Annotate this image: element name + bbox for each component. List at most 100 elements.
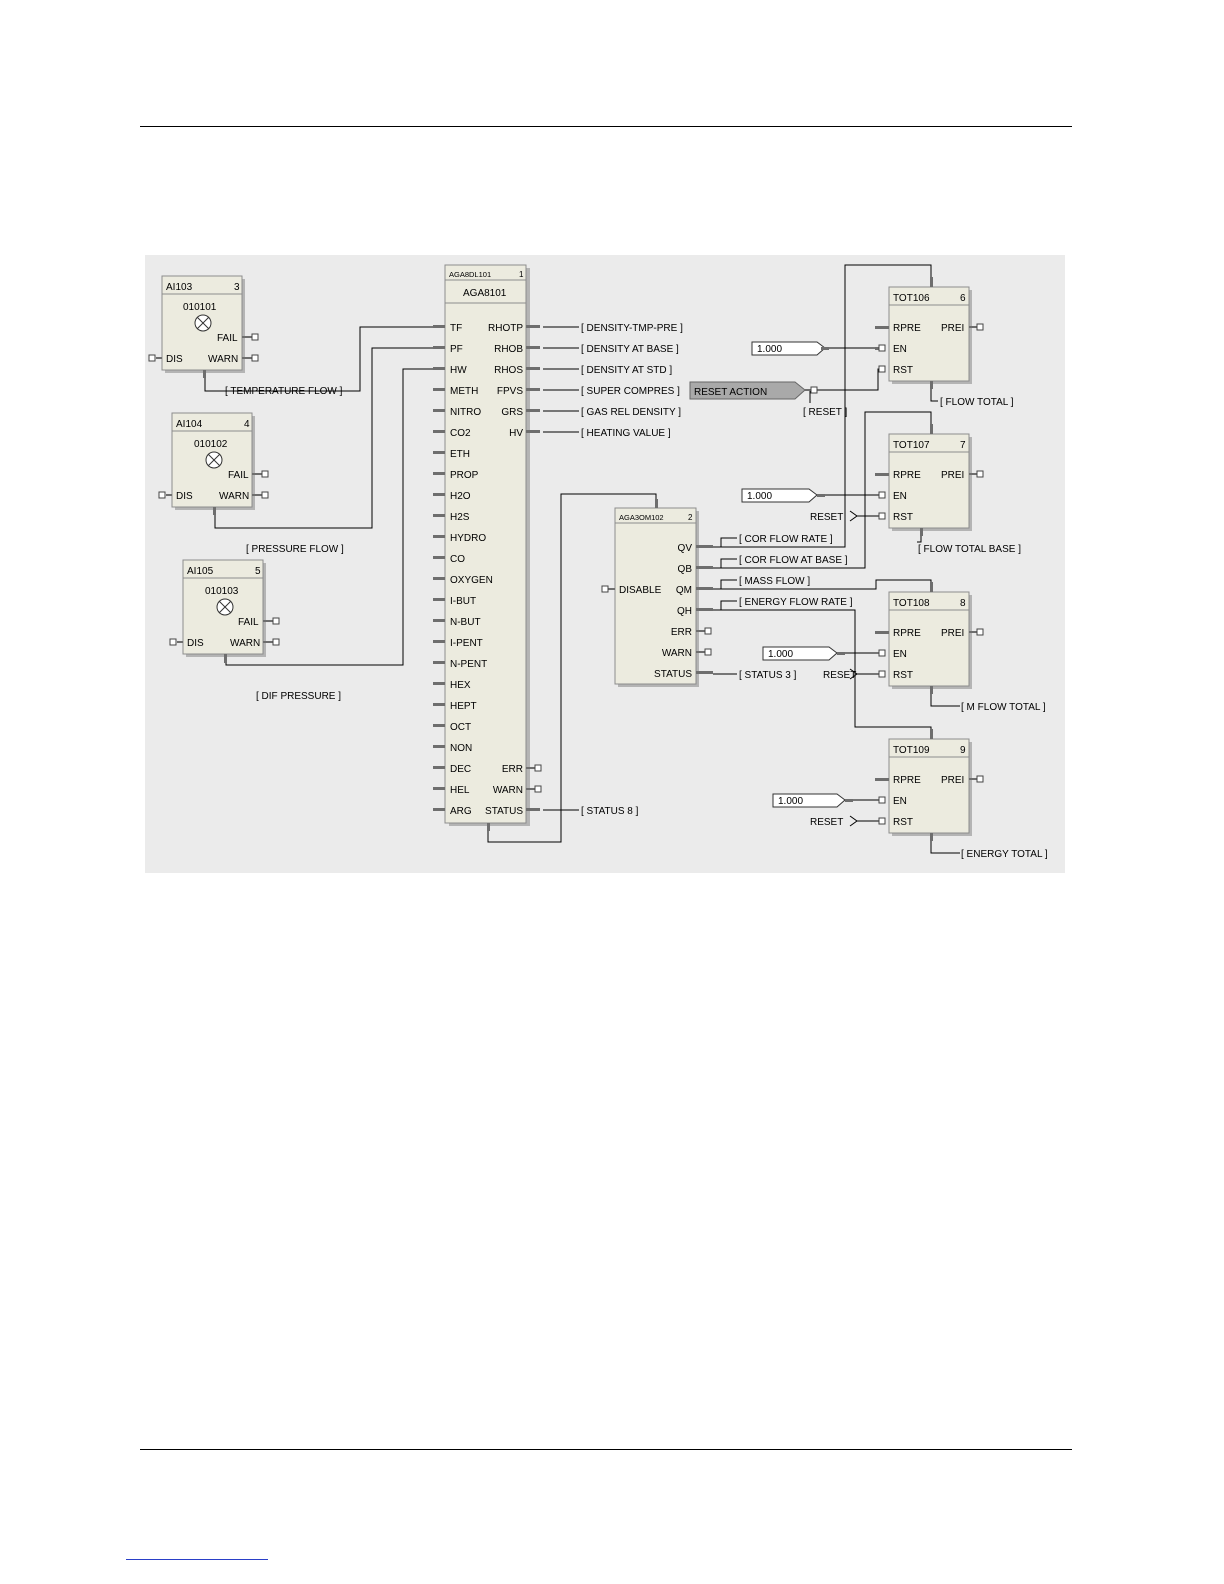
aga8-input-tf[interactable]: TF xyxy=(433,323,462,334)
tot107-prei-pin[interactable] xyxy=(976,470,984,478)
aga8-input-label: DEC xyxy=(450,764,471,775)
ai104-dis-pin[interactable] xyxy=(158,491,166,499)
aga8-output-status[interactable]: STATUS xyxy=(485,806,540,817)
ai104-dis-label: DIS xyxy=(176,491,193,502)
constant-tot107-en[interactable]: 1.000 xyxy=(741,488,825,503)
ai104-fail-label: FAIL xyxy=(228,470,249,481)
aga8-input-co[interactable]: CO xyxy=(433,554,465,565)
aga8-input-label: METH xyxy=(450,386,478,397)
ai105-fail-pin[interactable] xyxy=(272,617,280,625)
aga8-output-rhob[interactable]: RHOB xyxy=(494,344,540,355)
aga8-output-grs[interactable]: GRS xyxy=(501,407,540,418)
aga8-input-oct[interactable]: OCT xyxy=(433,722,471,733)
aga8-output-label: RHOB xyxy=(494,344,523,355)
aga3-output-qv[interactable]: QV xyxy=(678,543,713,554)
tag-dif-pressure: [ DIF PRESSURE ] xyxy=(256,691,341,702)
svg-text:1.000: 1.000 xyxy=(747,491,772,502)
aga8-input-h2s[interactable]: H2S xyxy=(433,512,470,523)
aga8-input-label: CO xyxy=(450,554,465,565)
constant-tot106-en[interactable]: 1.000 xyxy=(751,341,829,356)
tag-status-3: [ STATUS 3 ] xyxy=(739,670,797,681)
ai103-warn-pin[interactable] xyxy=(251,354,259,362)
constant-tot108-en[interactable]: 1.000 xyxy=(762,646,845,661)
footer-link-underline[interactable] xyxy=(126,1559,268,1560)
aga3-output-qb[interactable]: QB xyxy=(678,564,713,575)
tot108-index: 8 xyxy=(960,598,966,609)
reset-action-button[interactable]: RESET ACTION xyxy=(689,381,818,400)
aga8-output-rhotp[interactable]: RHOTP xyxy=(488,323,540,334)
aga8-input-eth[interactable]: ETH xyxy=(433,449,470,460)
aga8-input-n-pent[interactable]: N-PENT xyxy=(433,659,487,670)
aga3-output-label: QM xyxy=(676,585,692,596)
aga8-input-prop[interactable]: PROP xyxy=(433,470,479,481)
tot108-title: TOT108 xyxy=(893,598,930,609)
ai104-fail-pin[interactable] xyxy=(261,470,269,478)
aga8-output-fpvs[interactable]: FPVS xyxy=(497,386,540,397)
tot109-block[interactable]: TOT109 9 RPRE PREI EN RST xyxy=(875,729,984,841)
aga3-output-warn[interactable]: WARN xyxy=(662,648,712,659)
tot106-block[interactable]: TOT106 6 RPRE PREI EN RST xyxy=(875,277,984,389)
function-block-diagram: AI103 3 010101 FAIL DIS WARN AI104 4 010… xyxy=(145,255,1065,873)
aga8-input-label: ETH xyxy=(450,449,470,460)
tot108-block[interactable]: TOT108 8 RPRE PREI EN RST xyxy=(875,582,984,694)
aga8-input-hept[interactable]: HEPT xyxy=(433,701,477,712)
aga8-input-hw[interactable]: HW xyxy=(433,365,467,376)
ai105-dis-pin[interactable] xyxy=(169,638,177,646)
aga8-input-label: H2S xyxy=(450,512,470,523)
aga8-input-oxygen[interactable]: OXYGEN xyxy=(433,575,493,586)
tag-m-flow-total: [ M FLOW TOTAL ] xyxy=(961,702,1046,713)
aga3-title: AGA3OM102 xyxy=(619,513,664,522)
ai103-fail-label: FAIL xyxy=(217,333,238,344)
aga8-output-warn[interactable]: WARN xyxy=(493,785,542,796)
ai103-dis-label: DIS xyxy=(166,354,183,365)
wire-qh-tot109 xyxy=(721,609,932,729)
aga3-output-err[interactable]: ERR xyxy=(671,627,712,638)
tot108-prei-pin[interactable] xyxy=(976,628,984,636)
aga8-input-label: PROP xyxy=(450,470,479,481)
constant-tot109-en[interactable]: 1.000 xyxy=(772,793,853,808)
aga3-output-qh[interactable]: QH xyxy=(677,606,713,617)
aga8-input-non[interactable]: NON xyxy=(433,743,472,754)
aga8-input-pf[interactable]: PF xyxy=(433,344,463,355)
aga3-block[interactable]: AGA3OM102 2 DISABLE QVQBQMQHERRWARNSTATU… xyxy=(601,499,713,687)
aga8-input-hydro[interactable]: HYDRO xyxy=(433,533,486,544)
ai104-warn-pin[interactable] xyxy=(261,491,269,499)
tot107-block[interactable]: TOT107 7 RPRE PREI EN RST xyxy=(875,424,984,536)
tot109-prei-pin[interactable] xyxy=(976,775,984,783)
aga8-input-nitro[interactable]: NITRO xyxy=(433,407,481,418)
aga8-output-rhos[interactable]: RHOS xyxy=(494,365,540,376)
tag-cor-flow-at-base: [ COR FLOW AT BASE ] xyxy=(739,555,848,566)
tot106-prei-pin[interactable] xyxy=(976,323,984,331)
tot106-en-label: EN xyxy=(893,344,907,355)
aga8-input-h2o[interactable]: H2O xyxy=(433,491,471,502)
ai103-fail-pin[interactable] xyxy=(251,333,259,341)
ai104-block[interactable]: AI104 4 010102 FAIL DIS WARN xyxy=(158,412,269,515)
aga8-input-arg[interactable]: ARG xyxy=(433,806,472,817)
aga3-output-status[interactable]: STATUS xyxy=(654,669,713,680)
tot107-en-label: EN xyxy=(893,491,907,502)
aga8-output-hv[interactable]: HV xyxy=(509,428,540,439)
aga8-input-i-pent[interactable]: I-PENT xyxy=(433,638,483,649)
aga8-output-err[interactable]: ERR xyxy=(502,764,542,775)
ai103-block[interactable]: AI103 3 010101 FAIL DIS WARN xyxy=(148,275,259,378)
aga8-input-i-but[interactable]: I-BUT xyxy=(433,596,476,607)
aga3-disable-pin[interactable] xyxy=(601,585,609,593)
tag-status-8: [ STATUS 8 ] xyxy=(581,806,639,817)
aga8-name: AGA8101 xyxy=(463,288,507,299)
ai105-warn-pin[interactable] xyxy=(272,638,280,646)
ai105-block[interactable]: AI105 5 010103 FAIL DIS WARN xyxy=(169,559,280,663)
aga8-block[interactable]: AGA8DL101 1 AGA8101 TFPFHWMETHNITROCO2ET… xyxy=(433,264,542,831)
tot107-rpre-label: RPRE xyxy=(893,470,921,481)
reset-action-label: RESET ACTION xyxy=(694,387,767,398)
aga8-input-hel[interactable]: HEL xyxy=(433,785,470,796)
aga8-input-meth[interactable]: METH xyxy=(433,386,478,397)
aga3-output-qm[interactable]: QM xyxy=(676,585,713,596)
aga3-output-pins: QV QB QM QH ERR WARN STATUS xyxy=(654,543,713,680)
aga8-input-hex[interactable]: HEX xyxy=(433,680,471,691)
aga8-input-n-but[interactable]: N-BUT xyxy=(433,617,481,628)
ai103-dis-pin[interactable] xyxy=(148,354,156,362)
diagram-svg: AI103 3 010101 FAIL DIS WARN AI104 4 010… xyxy=(148,264,1048,860)
aga8-input-dec[interactable]: DEC xyxy=(433,764,471,775)
aga8-input-co2[interactable]: CO2 xyxy=(433,428,471,439)
